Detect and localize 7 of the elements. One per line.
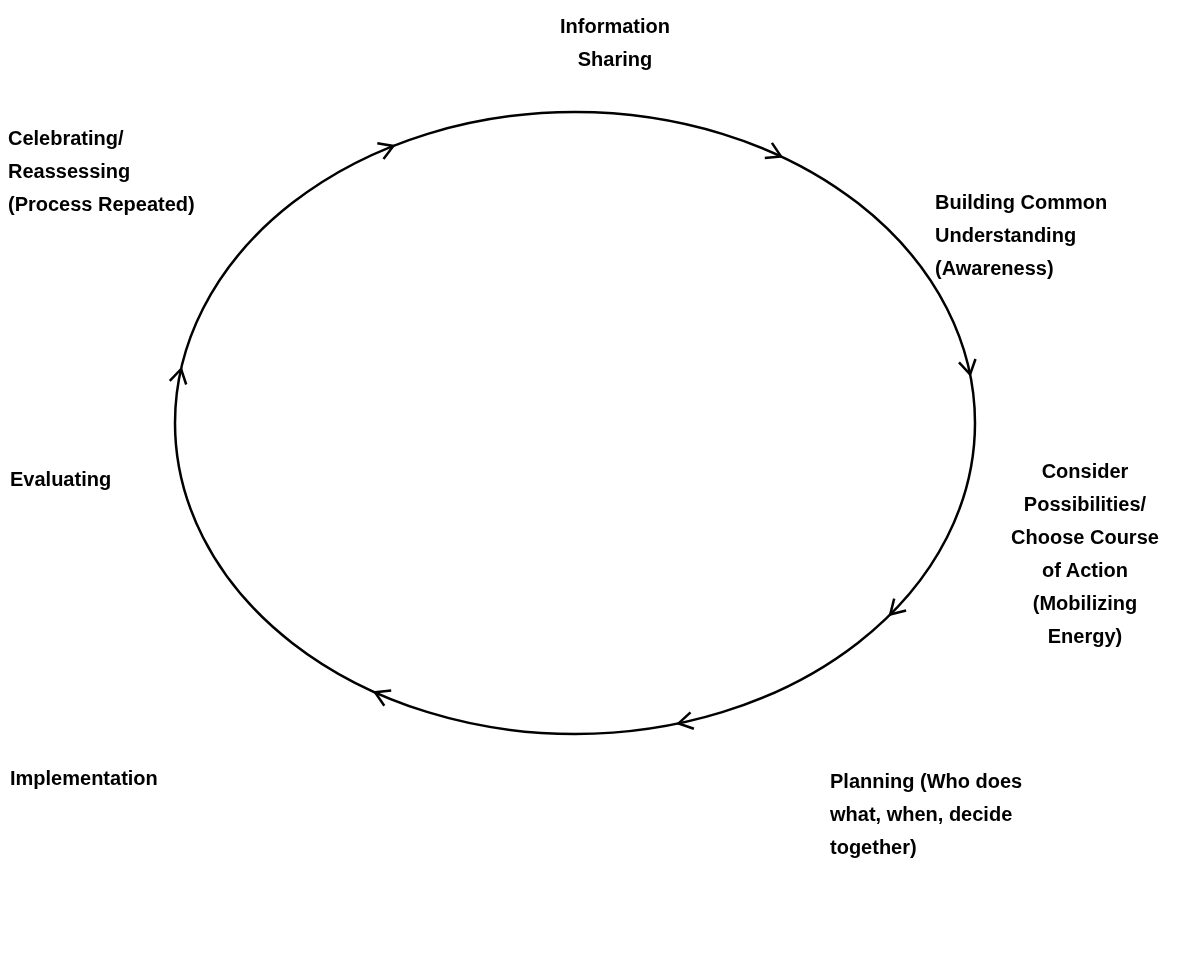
stage-label: Consider Possibilities/ Choose Course of Action (Mobilizing Energy): [1010, 455, 1160, 653]
stage-label: Implementation: [10, 762, 210, 795]
stage-label: Celebrating/ Reassessing (Process Repeated): [8, 122, 208, 221]
stage-label: Evaluating: [10, 463, 160, 496]
stage-label: Planning (Who does what, when, decide together): [830, 765, 1060, 864]
stage-label: Information Sharing: [530, 10, 700, 76]
stage-label: Building Common Understanding (Awareness): [935, 186, 1125, 285]
